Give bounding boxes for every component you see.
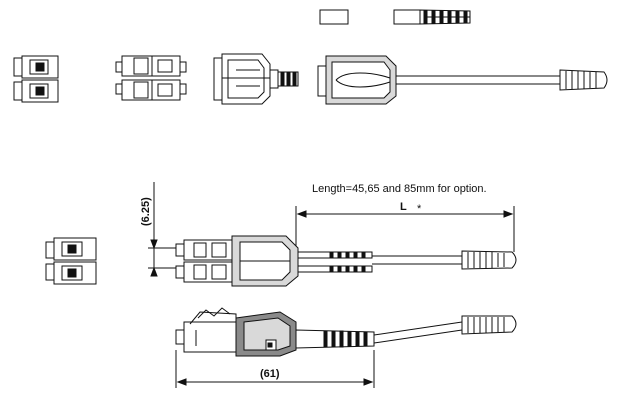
length-note: Length=45,65 and 85mm for option. — [312, 183, 487, 195]
overall-dimension — [175, 350, 375, 388]
pitch-dimension-label: (6.25) — [140, 197, 152, 226]
part-lc-side-view — [115, 55, 187, 101]
length-dimension — [295, 206, 515, 252]
part-housing — [213, 53, 299, 105]
part-lc-front-view — [13, 55, 59, 103]
assembled-side-view — [175, 307, 517, 357]
length-marker: * — [417, 203, 422, 215]
pitch-dimension — [148, 182, 180, 277]
assembled-lc-front-view — [45, 237, 97, 285]
assembled-lc-duplex — [175, 235, 517, 287]
part-boot — [393, 9, 471, 25]
overall-dimension-label: (61) — [260, 368, 280, 380]
part-assembled-boot-cable — [317, 55, 608, 105]
part-sleeve — [319, 9, 349, 25]
length-label: L — [400, 201, 407, 213]
